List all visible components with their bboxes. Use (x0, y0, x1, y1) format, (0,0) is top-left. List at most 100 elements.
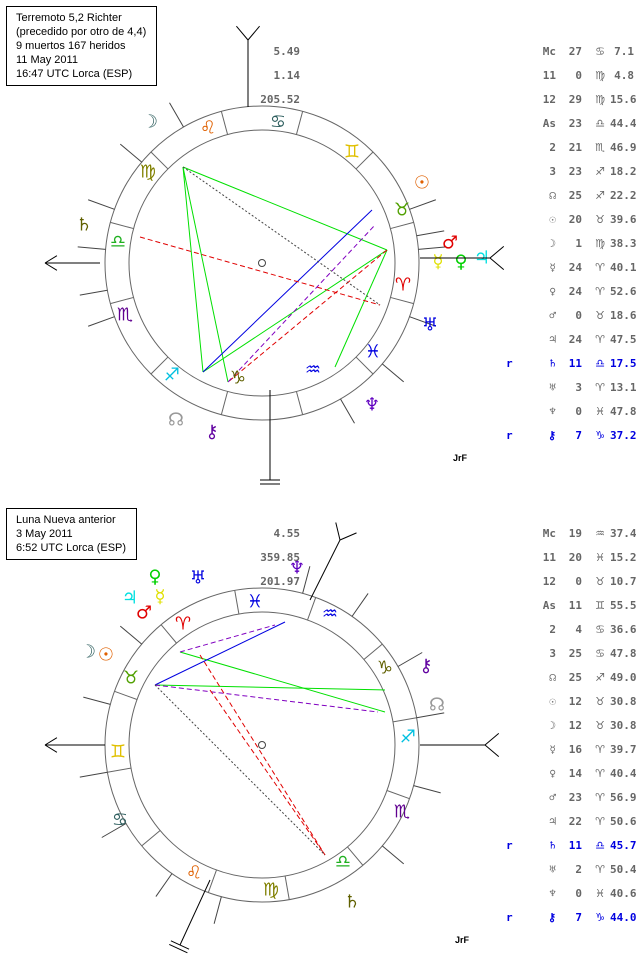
cell-p: ♃ (549, 333, 556, 346)
info-line: Terremoto 5,2 Richter (16, 12, 122, 24)
fork-head (335, 522, 341, 541)
house-cusp (119, 625, 143, 645)
cell-s: ♈ (595, 815, 605, 828)
center-point (258, 259, 266, 267)
cell-r: r (506, 357, 513, 370)
zodiac-sign-icon: ♉ (123, 668, 139, 689)
cell-d: 3 (575, 381, 582, 394)
house-cusp (169, 102, 184, 128)
cell-m: 56.9 (610, 791, 637, 804)
zodiac-sign-icon: ♍ (263, 880, 279, 901)
cell-s: ♍ (595, 237, 605, 250)
cell-m: 18.2 (610, 165, 637, 178)
cell-d: 20 (568, 551, 582, 564)
cell-p: ♀ (549, 767, 556, 780)
ic-bars (169, 943, 188, 954)
cell-s: ♐ (595, 189, 605, 202)
aspect-line (179, 651, 386, 713)
cell-m: 38.3 (610, 237, 637, 250)
cell-d: 19 (568, 527, 582, 540)
inner-ring (128, 129, 396, 397)
zodiac-sign-icon: ♓ (365, 342, 381, 363)
planet-icon: ♅ (190, 568, 206, 589)
cell-d: 27 (568, 45, 582, 58)
info-line: 11 May 2011 (16, 54, 78, 66)
cell-d: 7 (575, 911, 582, 924)
cell-d: 0 (575, 405, 582, 418)
cell-m: 40.1 (610, 261, 637, 274)
cell-p: 11 (542, 69, 556, 82)
axis-line (309, 539, 341, 601)
cell-m: 37.2 (610, 429, 637, 442)
house-cusp (83, 696, 111, 705)
cell-a: 205.52 (260, 93, 300, 106)
cell-s: ♎ (595, 839, 605, 852)
sign-divider (234, 590, 240, 615)
cell-m: 44.4 (610, 117, 637, 130)
cell-d: 29 (568, 93, 582, 106)
sign-divider (284, 875, 290, 900)
zodiac-sign-icon: ♐ (164, 365, 180, 386)
cell-p: ☽ (549, 237, 556, 250)
house-cusp (416, 230, 445, 237)
zodiac-sign-icon: ♈ (395, 275, 411, 296)
cell-s: ♉ (595, 309, 605, 322)
cell-m: 30.8 (610, 719, 637, 732)
cell-d: 0 (575, 887, 582, 900)
cell-s: ♈ (595, 743, 605, 756)
cell-m: 47.8 (610, 405, 637, 418)
cell-a: 359.85 (260, 551, 300, 564)
cell-m: 39.6 (610, 213, 637, 226)
cell-d: 12 (568, 695, 582, 708)
fork-head (484, 733, 500, 746)
cell-s: ♈ (595, 381, 605, 394)
cell-s: ♈ (595, 863, 605, 876)
cell-m: 47.5 (610, 333, 637, 346)
cell-s: ♏ (595, 141, 605, 154)
info-line: 6:52 UTC Lorca (ESP) (16, 542, 127, 554)
cell-p: 12 (542, 575, 556, 588)
house-cusp (119, 143, 143, 163)
planet-icon: ♆ (364, 395, 380, 416)
axis-line (179, 879, 211, 946)
cell-p: As (542, 117, 556, 130)
cell-p: ⚷ (547, 429, 556, 442)
planet-icon: ♄ (344, 892, 360, 913)
cell-s: ♍ (595, 69, 605, 82)
cell-p: ♃ (549, 815, 556, 828)
cell-m: 36.6 (610, 623, 637, 636)
sign-divider (347, 846, 364, 866)
cell-d: 14 (568, 767, 582, 780)
cell-p: 2 (549, 141, 556, 154)
cell-s: ♈ (595, 333, 605, 346)
cell-m: 15.6 (610, 93, 637, 106)
signature-mark: JrF (453, 453, 468, 463)
fork-head (339, 532, 357, 541)
cell-m: 7.1 (614, 45, 634, 58)
sign-divider (220, 391, 229, 415)
zodiac-sign-icon: ♊ (344, 142, 360, 163)
info-line: Luna Nueva anterior (16, 514, 116, 526)
planet-icon: ☿ (432, 252, 443, 273)
signature-mark: JrF (455, 935, 470, 945)
info-line: (precedido por otro de 4,4) (16, 26, 147, 38)
house-cusp (418, 246, 447, 250)
cell-s: ♈ (595, 285, 605, 298)
cell-s: ♐ (595, 671, 605, 684)
cell-s: ♉ (595, 575, 605, 588)
house-cusp (77, 246, 106, 250)
cell-d: 22 (568, 815, 582, 828)
aspect-line (182, 166, 381, 306)
cell-s: ♎ (595, 357, 605, 370)
cell-m: 39.7 (610, 743, 637, 756)
cell-p: ♂ (549, 309, 556, 322)
zodiac-sign-icon: ♎ (110, 232, 126, 253)
cell-d: 24 (568, 261, 582, 274)
planet-icon: ⚷ (419, 656, 432, 677)
zodiac-sign-icon: ♉ (394, 200, 410, 221)
sign-divider (386, 790, 410, 800)
fork-head (484, 744, 500, 757)
aspect-line (227, 224, 376, 383)
house-cusp (87, 316, 115, 327)
cell-s: ♊ (595, 599, 605, 612)
